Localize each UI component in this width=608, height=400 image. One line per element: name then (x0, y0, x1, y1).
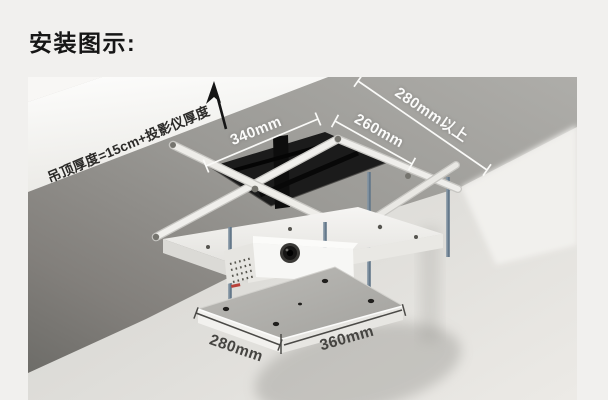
dim-line-340 (202, 112, 322, 173)
projector-logo (230, 283, 241, 288)
drop-panel (197, 266, 404, 353)
ceiling-front-band (28, 77, 328, 192)
up-arrow-icon (206, 81, 228, 130)
dim-line-280plus (353, 77, 492, 177)
installation-photo: 吊顶厚度=15cm+投影仪厚度 340mm 260mm 280mm以上 280m… (28, 77, 577, 400)
ceiling-top-surface (28, 77, 102, 102)
page-title: 安装图示: (29, 30, 137, 56)
dim-line-260 (330, 114, 417, 171)
scene-svg (28, 77, 577, 400)
projector-lens-icon (280, 243, 300, 263)
ceiling-far-edge (461, 125, 577, 265)
projector-vents (229, 256, 256, 284)
dim-line-360 (283, 304, 407, 346)
panel-screw (222, 278, 375, 327)
